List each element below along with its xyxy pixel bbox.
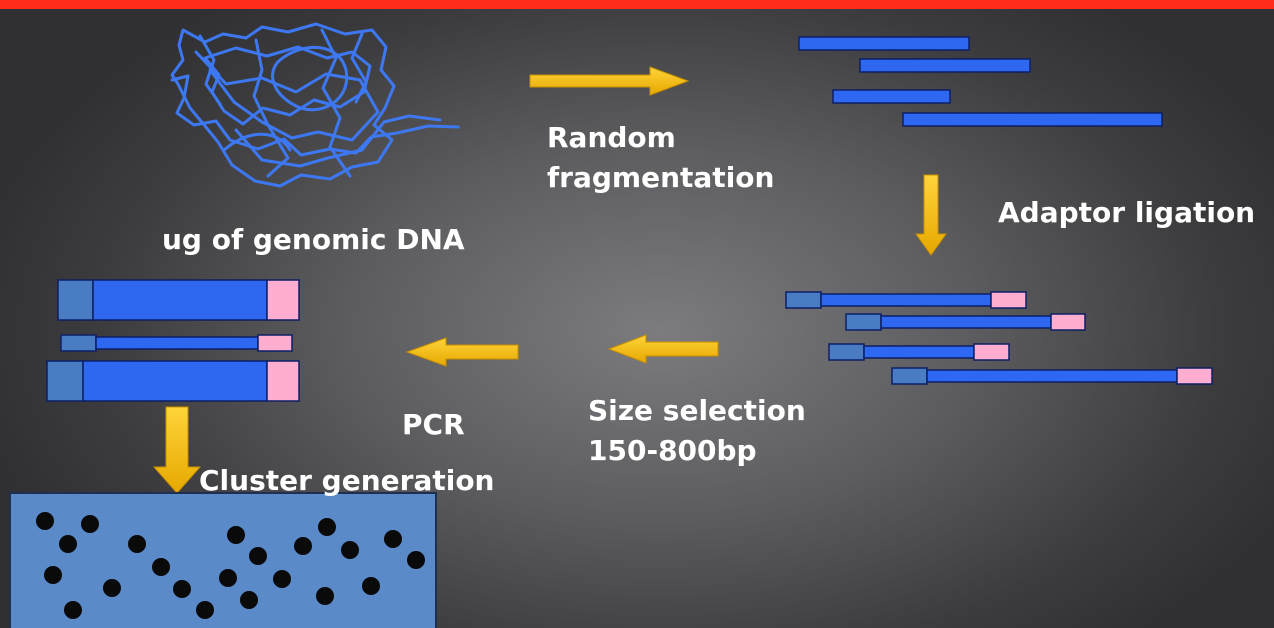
insert-fragment [926,369,1178,383]
adaptor-right [973,343,1010,361]
arrow-left-icon [607,334,719,364]
dna-fragment [832,89,951,104]
adaptor-left [57,279,94,321]
insert-fragment [880,315,1052,329]
cluster-dot [294,537,312,555]
cluster-dot [128,535,146,553]
cluster-dot [407,551,425,569]
tangled-dna-icon [170,22,460,188]
adaptor-right [990,291,1027,309]
cluster-dot [196,601,214,619]
random-fragmentation-label-line2: fragmentation [547,161,775,194]
cluster-dot [81,515,99,533]
arrow-left-icon [405,337,519,367]
cluster-dot [219,569,237,587]
cluster-dot [173,580,191,598]
cluster-dot [227,526,245,544]
adaptor-right [266,360,300,402]
adaptor-right [266,279,300,321]
clusters [36,512,425,619]
cluster-dot [341,541,359,559]
cluster-dot [249,547,267,565]
adaptor-left [46,360,84,402]
arrow-right-icon [529,66,690,96]
cluster-dot [44,566,62,584]
flow-cell [9,492,437,628]
insert-fragment [92,279,268,321]
pcr-label: PCR [402,408,465,441]
dna-fragment [859,58,1031,73]
adaptor-ligation-label: Adaptor ligation [998,196,1256,229]
cluster-dot [36,512,54,530]
cluster-dot [384,530,402,548]
pcr-amplified-fragments [46,279,300,402]
adaptor-right [1176,367,1213,385]
adaptor-left [845,313,882,331]
cluster-dot [64,601,82,619]
cluster-dot [362,577,380,595]
cluster-generation-label: Cluster generation [199,464,495,497]
arrow-down-icon [915,174,947,256]
arrow-down-icon [152,406,202,494]
cluster-dot [316,587,334,605]
insert-fragment [863,345,975,359]
random-fragmentation-label: Random [547,121,676,154]
adaptor-left [785,291,822,309]
insert-fragment [820,293,992,307]
adaptor-right [257,334,293,352]
cluster-dot [59,535,77,553]
size-range-label: 150-800bp [588,434,757,467]
insert-fragment [95,336,259,350]
size-selection-label: Size selection [588,394,806,427]
adaptor-left [891,367,928,385]
cluster-dot [318,518,336,536]
adaptor-left [60,334,97,352]
cluster-dot [273,570,291,588]
genomic-dna-label: ug of genomic DNA [162,223,465,256]
top-accent-bar [0,0,1274,9]
dna-fragment [902,112,1163,127]
dna-fragments [798,36,1163,127]
adaptor-right [1050,313,1086,331]
adaptor-left [828,343,865,361]
cluster-dot [152,558,170,576]
cluster-dot [240,591,258,609]
dna-fragment [798,36,970,51]
cluster-dot [103,579,121,597]
ligated-fragments [785,291,1213,385]
insert-fragment [82,360,268,402]
